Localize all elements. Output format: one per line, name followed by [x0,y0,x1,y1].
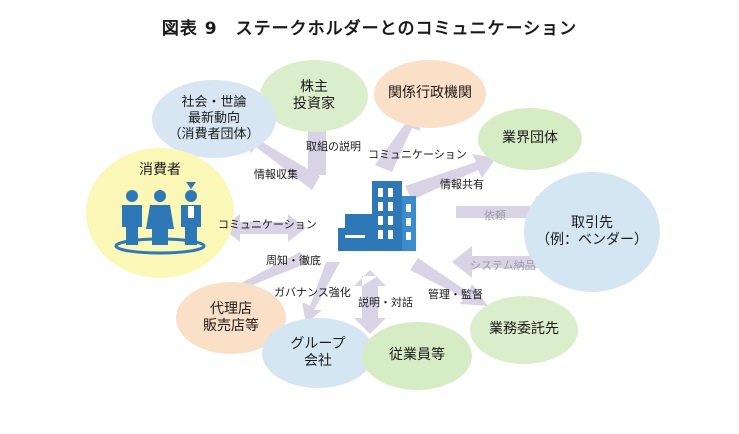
arrow-to-industry [405,154,496,200]
arrow-to-group [302,262,340,324]
arrow-consumers [222,214,306,242]
node-consumers-label: 消費者 [139,162,181,178]
arrow-system-delivery [452,246,540,278]
label-management: 管理・監督 [428,288,483,301]
label-request: 依頼 [484,209,506,222]
node-group: グループ 会社 [262,318,374,388]
label-system-delivery: システム納品 [470,259,536,272]
label-explain-dialogue: 説明・対話 [358,296,413,309]
node-shareholders-label: 株主 投資家 [293,78,335,113]
node-group-label: グループ 会社 [290,335,346,370]
node-contractors-label: 業務委託先 [489,321,559,338]
label-notice: 周知・徹底 [266,254,321,267]
figure-title: 図表 9 ステークホルダーとのコミュニケーション [161,19,578,39]
label-communication-left: コミュニケーション [218,218,317,231]
node-customers-label: 取引先 （例：ベンダー） [536,214,648,249]
node-society: 社会・世論 最新動向 （消費者団体） [152,80,276,158]
node-customers: 取引先 （例：ベンダー） [524,172,660,292]
label-communication-top: コミュニケーション [368,148,467,161]
arrow-to-contractors [410,258,488,306]
node-distributors-label: 代理店 販売店等 [203,300,259,335]
label-governance: ガバナンス強化 [274,286,351,299]
node-employees-label: 従業員等 [389,347,445,364]
node-employees: 従業員等 [362,322,472,390]
node-shareholders: 株主 投資家 [260,60,368,132]
label-info-collection: 情報収集 [254,168,298,181]
node-industry: 業界団体 [478,108,582,170]
label-explain-efforts: 取組の説明 [306,140,361,153]
node-agencies: 関係行政機関 [374,60,486,128]
node-society-label: 社会・世論 最新動向 （消費者団体） [168,94,260,143]
arrow-request [456,196,556,228]
node-agencies-label: 関係行政機関 [388,85,472,102]
arrow-employees [354,270,386,334]
consumers-people-icon [114,182,206,255]
company-building-icon [338,181,416,251]
node-contractors: 業務委託先 [470,296,578,364]
arrow-to-distributors [200,252,310,310]
node-industry-label: 業界団体 [502,130,558,147]
label-info-sharing: 情報共有 [440,178,484,191]
